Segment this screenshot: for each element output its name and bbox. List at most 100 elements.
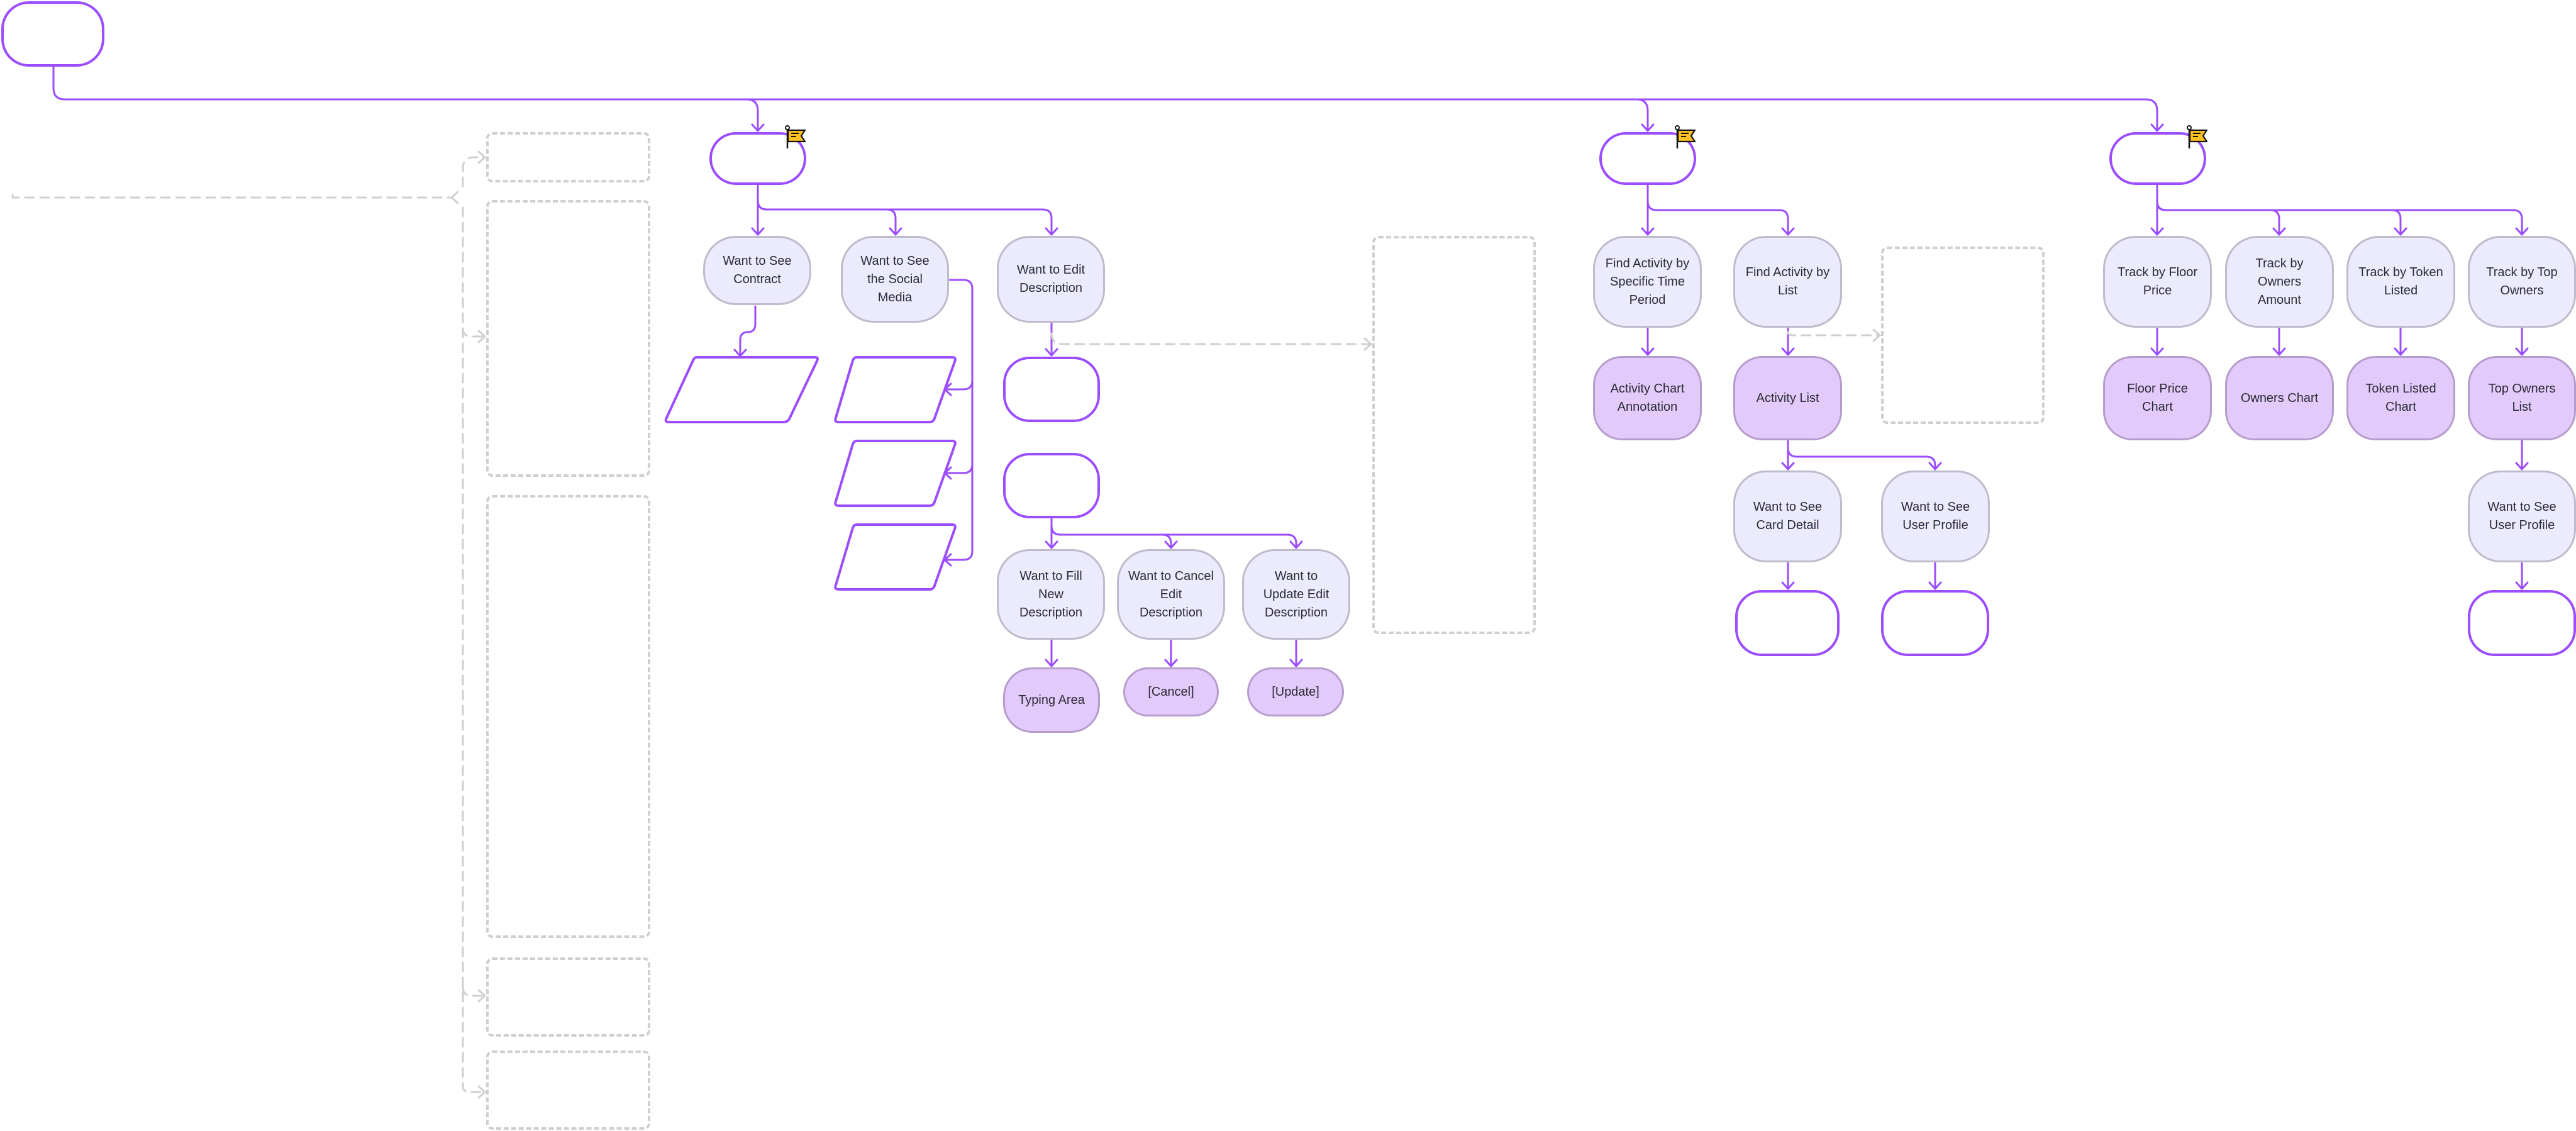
edit-mode-node[interactable] [1003, 453, 1100, 518]
arrowhead-down-icon [1289, 659, 1303, 667]
arrowhead-right-icon [1872, 328, 1881, 342]
node-owners-chart[interactable]: Owners Chart [2225, 356, 2334, 440]
arrowhead-down-icon [2515, 581, 2529, 590]
node-typing-area[interactable]: Typing Area [1003, 667, 1100, 733]
node-activity-list[interactable]: Activity List [1733, 356, 1842, 440]
arrowhead-down-icon [1928, 581, 1942, 590]
arrowhead-right-icon [477, 330, 486, 343]
connector-line [943, 279, 974, 561]
node-update-button[interactable]: [Update] [1247, 667, 1344, 716]
arrowhead-down-icon [1289, 540, 1303, 549]
node-see-contract[interactable]: Want to See Contract [703, 236, 811, 305]
card-detail-screen-node[interactable] [1735, 590, 1840, 656]
connector-line [1050, 525, 1297, 549]
node-update-edit-description[interactable]: Want to Update Edit Description [1242, 549, 1350, 640]
arrowhead-down-icon [2272, 227, 2286, 236]
node-track-floor-price[interactable]: Track by Floor Price [2103, 236, 2212, 328]
dashed-connector [1787, 331, 1879, 337]
placeholder-box [1372, 236, 1536, 634]
edit-description-screen-node[interactable] [1003, 357, 1100, 422]
node-token-listed-chart[interactable]: Token Listed Chart [2346, 356, 2455, 440]
arrowhead-down-icon [1045, 227, 1058, 236]
arrowhead-down-icon [2272, 347, 2286, 356]
connector-line [943, 379, 974, 391]
arrowhead-down-icon [1928, 462, 1942, 471]
arrowhead-down-icon [751, 227, 765, 236]
node-cancel-edit-description[interactable]: Want to Cancel Edit Description [1117, 549, 1225, 640]
data-node-social-3 [834, 523, 957, 591]
root-node[interactable] [1, 1, 104, 67]
connector-line [52, 65, 2158, 132]
arrowhead-down-icon [751, 123, 765, 132]
arrowhead-down-icon [1641, 123, 1655, 132]
node-see-card-detail[interactable]: Want to See Card Detail [1733, 471, 1842, 562]
arrowhead-down-icon [1781, 227, 1795, 236]
connector-line [1635, 98, 1649, 132]
connector-line [757, 199, 897, 236]
dashed-connector [11, 194, 453, 199]
data-node-contract [664, 356, 819, 423]
dashed-connector [462, 327, 486, 338]
placeholder-box [486, 1050, 650, 1130]
placeholder-box [486, 200, 650, 477]
node-track-token-listed[interactable]: Track by Token Listed [2346, 236, 2455, 328]
user-profile-screen-node[interactable] [1881, 590, 1989, 656]
node-fill-new-description[interactable]: Want to Fill New Description [997, 549, 1105, 640]
arrowhead-down-icon [733, 348, 747, 357]
arrowhead-down-icon [2515, 347, 2529, 356]
arrowhead-down-icon [1781, 581, 1795, 590]
connector-line [739, 305, 757, 357]
arrowhead-left-icon [943, 553, 952, 567]
node-find-by-list[interactable]: Find Activity by List [1733, 236, 1842, 328]
arrowhead-right-icon [477, 989, 486, 1003]
arrowhead-left-icon [943, 382, 952, 396]
connector-line [1787, 447, 1936, 471]
placeholder-box [486, 132, 650, 182]
node-floor-price-chart[interactable]: Floor Price Chart [2103, 356, 2212, 440]
arrowhead-down-icon [2150, 227, 2164, 236]
dashed-connector [462, 206, 486, 1093]
owner-profile-screen-node[interactable] [2468, 590, 2576, 656]
arrowhead-down-icon [1641, 347, 1655, 356]
node-track-owners-amount[interactable]: Track by Owners Amount [2225, 236, 2334, 328]
node-see-user-profile[interactable]: Want to See User Profile [1881, 471, 1990, 562]
arrowhead-down-icon [1781, 347, 1795, 356]
node-edit-description[interactable]: Want to Edit Description [997, 236, 1105, 323]
placeholder-box [486, 495, 650, 938]
arrowhead-down-icon [2515, 227, 2529, 236]
connector-line [2156, 200, 2402, 236]
node-see-social-media[interactable]: Want to See the Social Media [841, 236, 949, 323]
dashed-connector [462, 986, 486, 997]
flag-icon [2187, 125, 2208, 148]
node-see-user-profile-owners[interactable]: Want to See User Profile [2468, 471, 2576, 562]
arrowhead-down-icon [1781, 462, 1795, 471]
arrowhead-down-icon [1164, 540, 1178, 549]
node-track-top-owners[interactable]: Track by Top Owners [2468, 236, 2576, 328]
arrowhead-right-icon [1363, 337, 1372, 351]
connector-line [745, 98, 759, 132]
arrowhead-down-icon [1641, 227, 1655, 236]
connector-line [2156, 200, 2280, 236]
flag-icon [785, 125, 806, 148]
connector-line [1646, 200, 1789, 236]
arrowhead-left-icon [943, 466, 952, 480]
dashed-connector [462, 156, 486, 187]
node-cancel-button[interactable]: [Cancel] [1123, 667, 1219, 716]
node-find-by-time-period[interactable]: Find Activity by Specific Time Period [1593, 236, 1702, 328]
arrowhead-down-icon [2394, 347, 2407, 356]
connector-line [757, 199, 1053, 236]
flag-icon [1675, 125, 1696, 148]
node-activity-chart-annotation[interactable]: Activity Chart Annotation [1593, 356, 1702, 440]
placeholder-box [1881, 247, 2045, 424]
arrowhead-down-icon [2394, 227, 2407, 236]
arrowhead-down-icon [889, 227, 902, 236]
node-top-owners-list[interactable]: Top Owners List [2468, 356, 2576, 440]
connector-line [1050, 525, 1172, 549]
arrowhead-down-icon [1164, 659, 1178, 667]
connector-line [943, 463, 974, 474]
arrowhead-down-icon [1045, 540, 1058, 549]
data-node-social-1 [834, 356, 957, 423]
connector-line [2156, 200, 2523, 236]
arrowhead-down-icon [2515, 462, 2529, 471]
